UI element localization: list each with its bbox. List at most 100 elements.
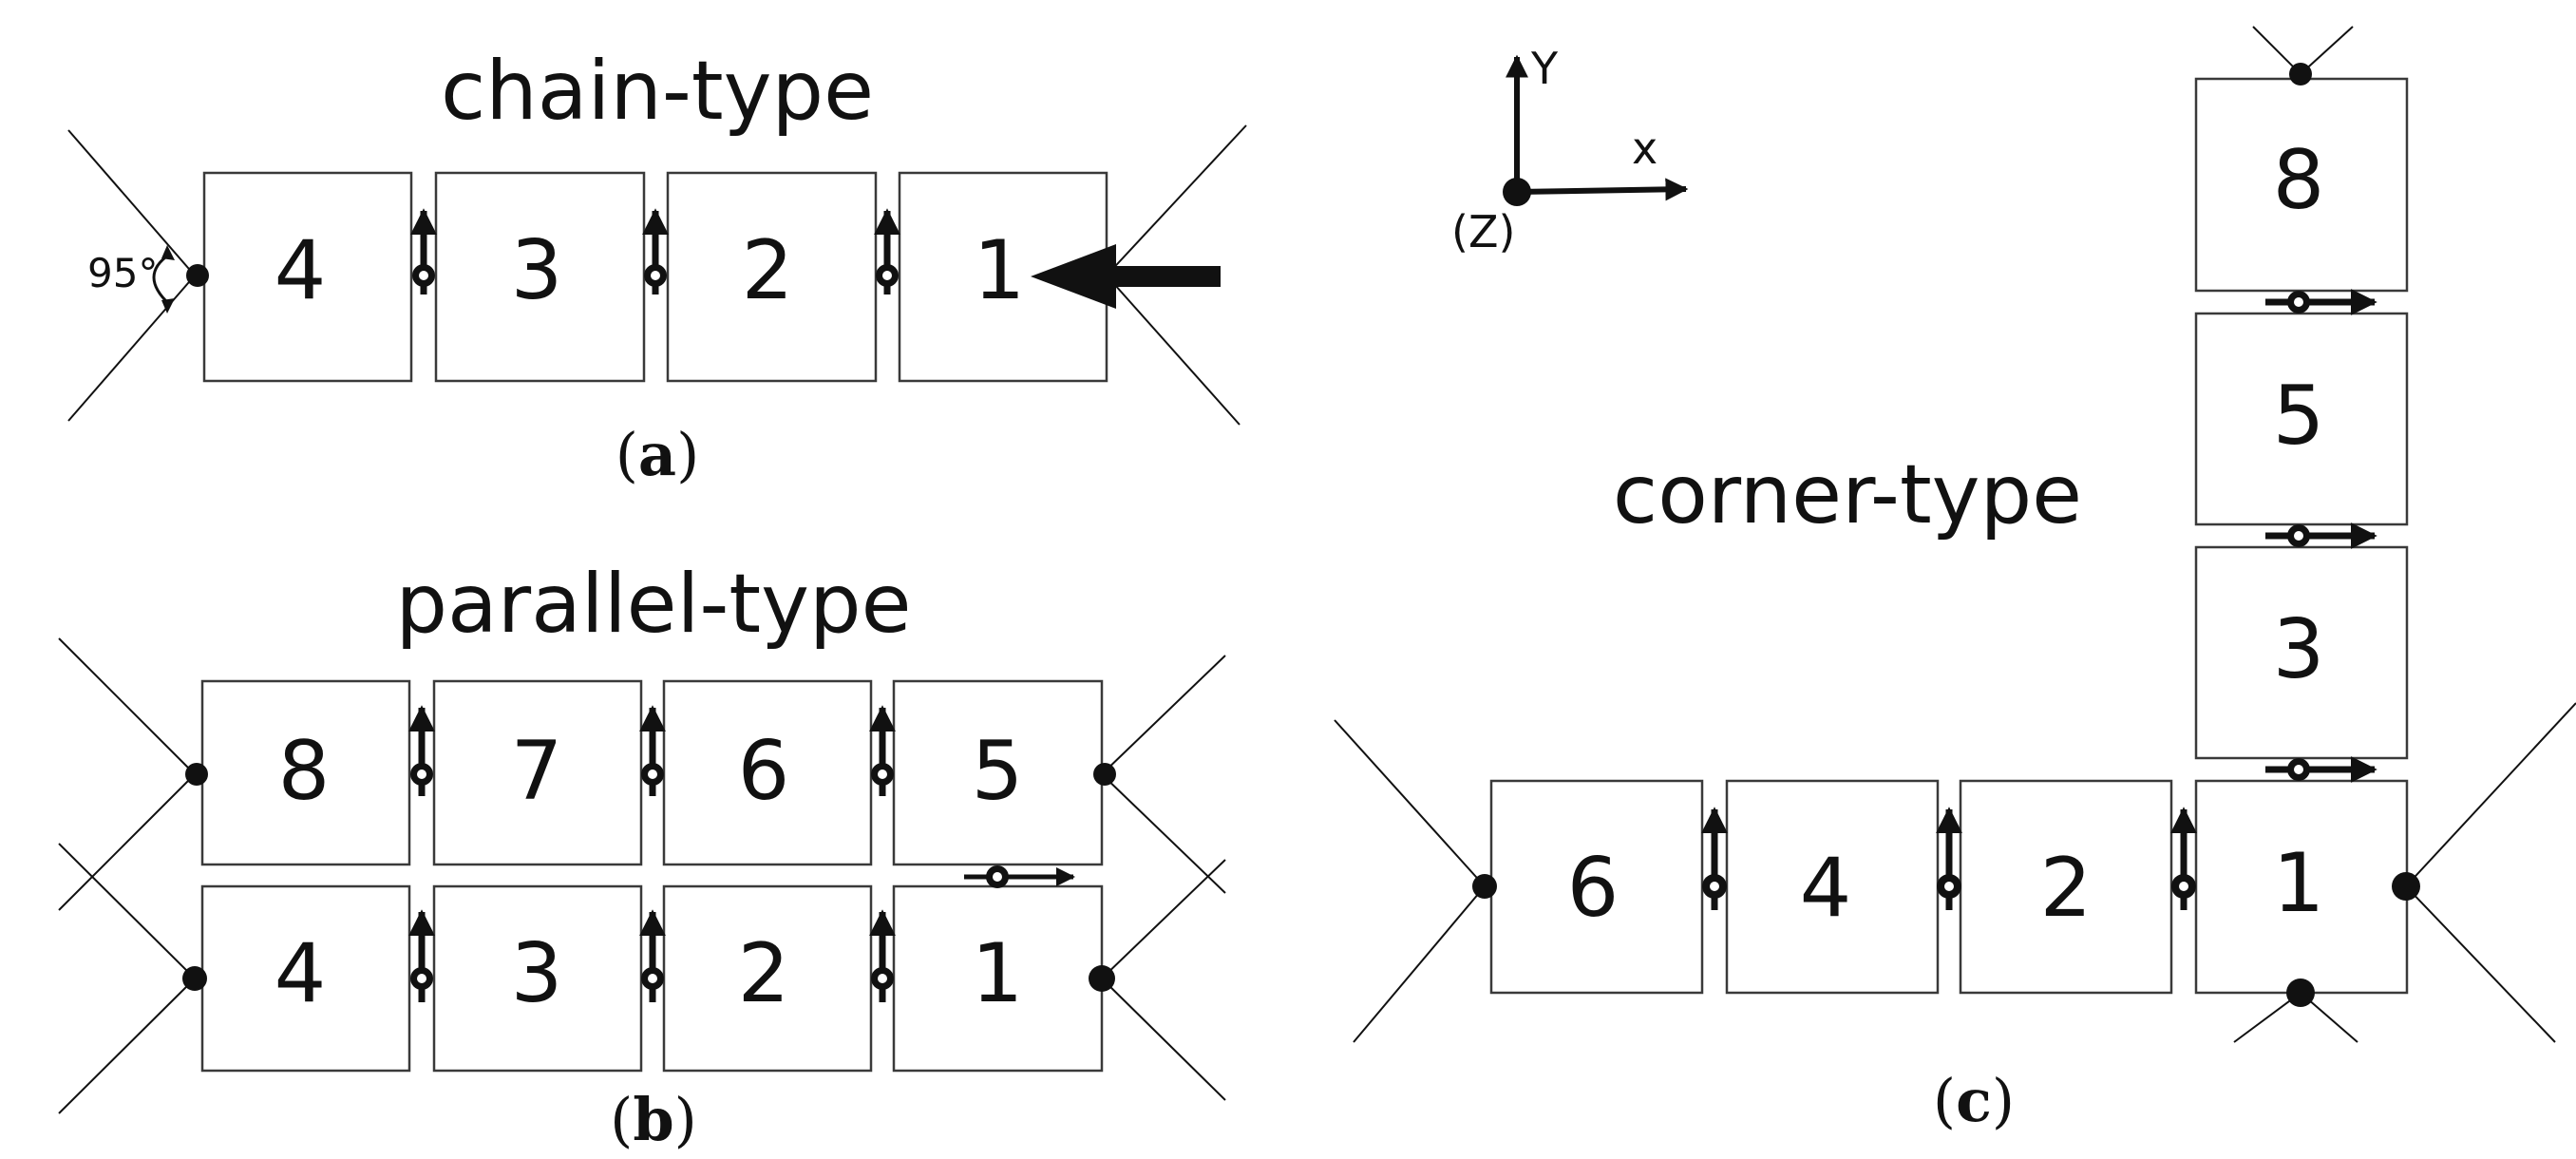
wire <box>1101 859 1226 979</box>
wire <box>67 129 196 276</box>
caption-paren: ( <box>610 1085 633 1154</box>
anchor-point <box>1089 965 1115 992</box>
angle-label: 95° <box>87 250 158 296</box>
wire <box>67 275 196 422</box>
joint-connector <box>869 705 896 796</box>
panel-a: chain-type 4 3 2 1 <box>67 44 1247 489</box>
module-box <box>2194 77 2409 293</box>
module-number: 3 <box>511 926 563 1021</box>
x-axis-label: x <box>1632 123 1657 174</box>
module-number: 7 <box>511 724 563 819</box>
wire <box>58 773 196 911</box>
joint-connector <box>639 705 666 796</box>
origin-point <box>1503 178 1531 206</box>
wire <box>58 843 196 979</box>
module-box <box>1959 779 2173 995</box>
joint-connector <box>1936 807 1962 910</box>
joint-connector <box>410 208 437 294</box>
wire <box>58 637 196 775</box>
caption-b: (b) <box>610 1085 697 1154</box>
anchor-point <box>2289 63 2312 86</box>
module-box <box>1725 779 1940 995</box>
caption-letter: a <box>638 420 676 489</box>
caption-paren: ( <box>616 420 638 489</box>
joint-connector <box>639 909 666 1002</box>
module-number: 2 <box>2040 841 2093 936</box>
module-box <box>200 884 411 1073</box>
module-box <box>2194 545 2409 760</box>
wire <box>1353 885 1486 1043</box>
anchor-point <box>2286 978 2315 1007</box>
anchor-point <box>1093 763 1116 786</box>
anchor-point <box>185 763 208 786</box>
x-axis-arrow <box>1516 178 1689 201</box>
module-box <box>662 884 873 1073</box>
module-number: 6 <box>1567 841 1619 936</box>
z-axis-label: (Z) <box>1451 206 1515 257</box>
module-box <box>892 679 1104 866</box>
caption-paren: ( <box>1933 1066 1956 1135</box>
coordinate-axes: Y x (Z) <box>1451 43 1689 257</box>
caption-a: (a) <box>616 420 700 489</box>
y-axis-label: Y <box>1530 43 1559 94</box>
caption-c: (c) <box>1933 1066 2015 1135</box>
module-box <box>892 884 1104 1073</box>
joint-connector <box>2265 522 2377 549</box>
module-number: 8 <box>278 724 331 819</box>
caption-letter: b <box>633 1085 673 1154</box>
joint-connector <box>408 705 435 796</box>
module-box <box>2194 779 2409 995</box>
panel-a-title: chain-type <box>441 44 874 139</box>
wire <box>2405 885 2556 1043</box>
module-box <box>432 884 643 1073</box>
module-box <box>662 679 873 866</box>
module-number: 3 <box>2273 602 2325 697</box>
panel-b: parallel-type 8 7 6 5 4 3 2 1 <box>58 557 1226 1154</box>
wire <box>1101 978 1226 1101</box>
joint-connector <box>2265 289 2377 315</box>
module-box <box>2194 312 2409 526</box>
caption-letter: c <box>1956 1066 1992 1135</box>
module-number: 5 <box>2273 369 2325 464</box>
wire <box>1101 773 1226 894</box>
module-number: 8 <box>2273 133 2325 228</box>
panel-c: corner-type 6 4 2 1 8 5 3 <box>1334 26 2576 1135</box>
wire <box>1106 275 1241 426</box>
caption-paren: ) <box>676 420 699 489</box>
panel-c-title: corner-type <box>1613 447 2082 542</box>
wire <box>1334 719 1486 887</box>
anchor-point <box>182 966 207 991</box>
module-number: 2 <box>742 223 794 318</box>
module-number: 5 <box>972 724 1024 819</box>
module-box <box>432 679 643 866</box>
joint-connector <box>408 909 435 1002</box>
joint-connector <box>874 208 900 294</box>
module-number: 4 <box>275 223 327 318</box>
joint-connector <box>2170 807 2197 910</box>
wire <box>1106 124 1247 276</box>
module-box <box>434 171 646 383</box>
anchor-point <box>2392 872 2420 901</box>
joint-connector <box>869 909 896 1002</box>
wire <box>2300 26 2354 75</box>
angle-indicator <box>152 245 175 314</box>
module-number: 6 <box>738 724 790 819</box>
module-number: 4 <box>1800 841 1852 936</box>
module-number: 1 <box>2273 836 2325 931</box>
wire <box>58 978 196 1114</box>
joint-connector <box>1701 807 1728 910</box>
wire <box>2405 702 2576 887</box>
module-box <box>202 171 413 383</box>
joint-connector <box>2265 756 2377 783</box>
anchor-point <box>1472 874 1497 899</box>
joint-connector <box>964 865 1075 888</box>
module-box <box>1489 779 1704 995</box>
module-box <box>200 679 411 866</box>
module-number: 1 <box>972 926 1024 1021</box>
panel-b-title: parallel-type <box>395 557 911 652</box>
module-box <box>666 171 878 383</box>
wire <box>1101 655 1226 775</box>
module-number: 1 <box>974 223 1026 318</box>
module-number: 4 <box>275 926 327 1021</box>
